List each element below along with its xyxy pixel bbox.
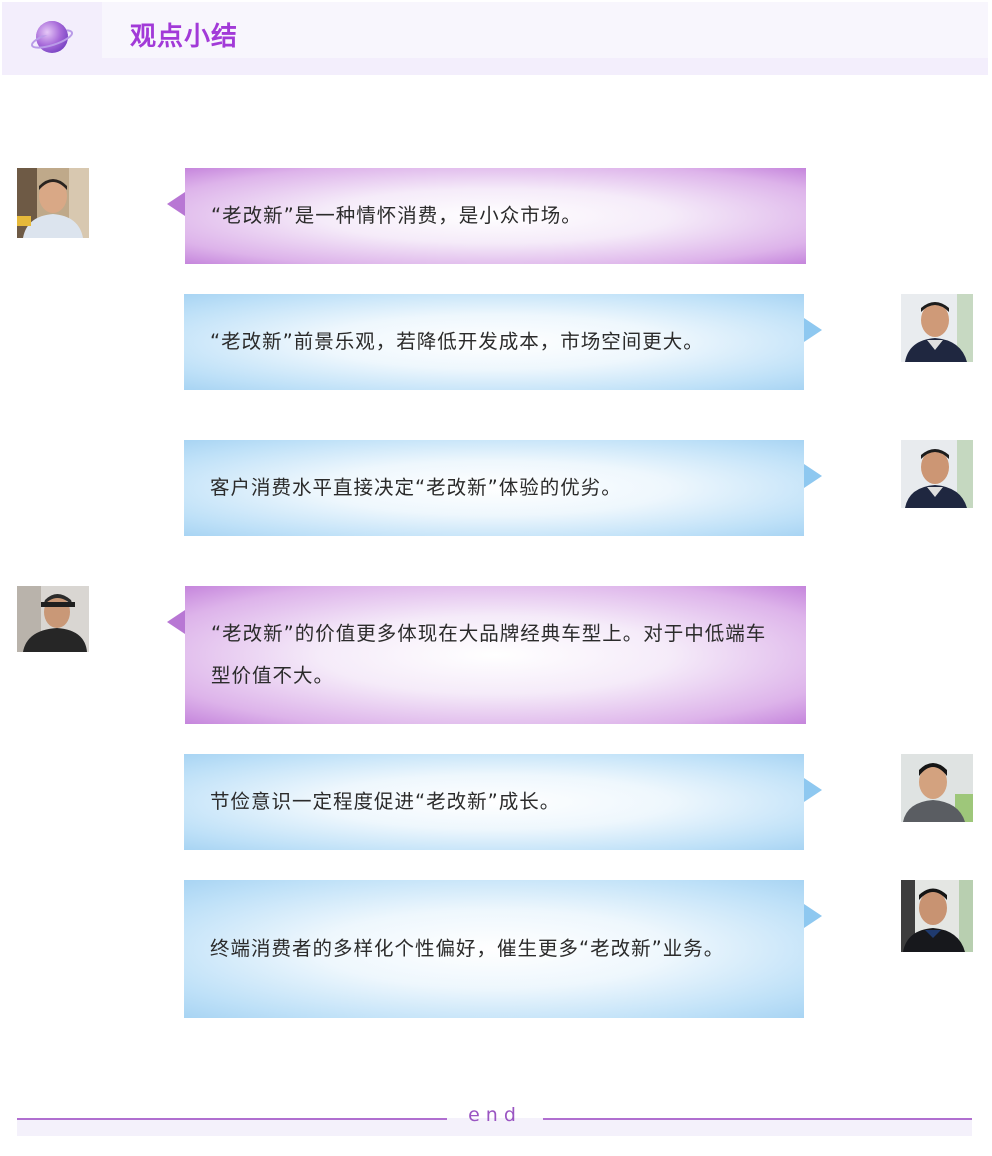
statement-text: 节俭意识一定程度促进“老改新”成长。 [210, 790, 561, 813]
statement-text: 终端消费者的多样化个性偏好，催生更多“老改新”业务。 [210, 937, 725, 960]
avatar [901, 294, 973, 362]
statement-bubble: 节俭意识一定程度促进“老改新”成长。 [184, 754, 804, 850]
speech-pointer [167, 192, 185, 216]
planet-icon [30, 18, 74, 58]
speech-pointer [167, 610, 185, 634]
avatar [17, 586, 89, 652]
statement-text: “老改新”是一种情怀消费，是小众市场。 [211, 204, 582, 227]
statement-bubble: “老改新”是一种情怀消费，是小众市场。 [185, 168, 806, 264]
statement-bubble: “老改新”的价值更多体现在大品牌经典车型上。对于中低端车型价值不大。 [185, 586, 806, 724]
statement-text: 客户消费水平直接决定“老改新”体验的优劣。 [210, 476, 622, 499]
statement-bubble: 客户消费水平直接决定“老改新”体验的优劣。 [184, 440, 804, 536]
avatar [901, 754, 973, 822]
statement-bubble: “老改新”前景乐观，若降低开发成本，市场空间更大。 [184, 294, 804, 390]
statement-text: “老改新”前景乐观，若降低开发成本，市场空间更大。 [210, 330, 704, 353]
footer-divider [543, 1118, 972, 1120]
avatar [901, 880, 973, 952]
page-title: 观点小结 [130, 22, 239, 52]
header-title-band [102, 2, 988, 58]
statement-bubble: 终端消费者的多样化个性偏好，催生更多“老改新”业务。 [184, 880, 804, 1018]
footer-band [17, 1118, 972, 1136]
speech-pointer [804, 904, 822, 928]
statement-text: “老改新”的价值更多体现在大品牌经典车型上。对于中低端车型价值不大。 [211, 622, 767, 687]
end-label: end [468, 1104, 522, 1126]
section-header: 观点小结 [2, 2, 988, 75]
avatar [901, 440, 973, 508]
footer-divider [17, 1118, 447, 1120]
speech-pointer [804, 464, 822, 488]
speech-pointer [804, 778, 822, 802]
speech-pointer [804, 318, 822, 342]
avatar [17, 168, 89, 238]
